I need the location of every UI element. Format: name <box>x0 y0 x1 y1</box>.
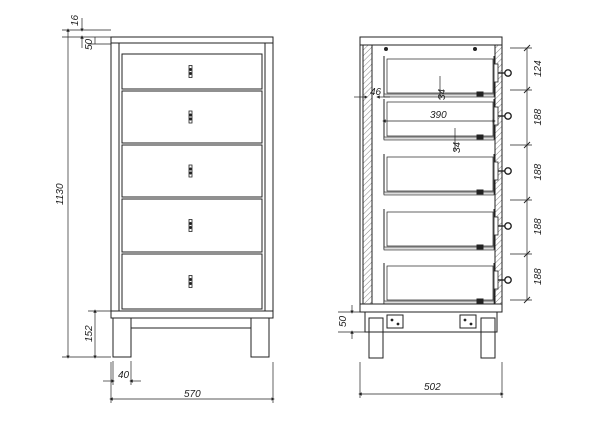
dim-side-offset: 46 <box>370 87 382 98</box>
drawer-runner <box>383 191 495 196</box>
front-plinth-rail <box>110 310 274 319</box>
drawer-knob-icon <box>188 219 193 232</box>
dim-drawer-pitch: 188 <box>533 163 544 180</box>
knob-screw <box>189 222 192 225</box>
drawer-front-edge <box>493 63 499 83</box>
front-right-leg <box>250 317 270 358</box>
front-dimensions <box>62 18 275 403</box>
front-top-panel <box>110 36 274 44</box>
pitch-tick <box>523 44 531 52</box>
knob-screw <box>189 278 192 281</box>
dim-top-thickness: 16 <box>70 14 81 26</box>
pitch-tick <box>523 296 531 304</box>
front-view <box>110 36 274 358</box>
runner-stop <box>476 298 484 304</box>
pitch-tick <box>523 250 531 258</box>
knob-side-icon <box>504 276 512 284</box>
knob-screw <box>189 167 192 171</box>
dim-total-height: 1130 <box>55 183 66 205</box>
dim-total-depth: 502 <box>424 382 441 393</box>
dim-leg-height: 152 <box>84 325 95 342</box>
dim-total-width: 570 <box>184 389 201 400</box>
runner-stop <box>476 189 484 195</box>
knob-side-icon <box>504 112 512 120</box>
knob-screw <box>189 282 192 285</box>
section-drawer-inner <box>386 211 494 247</box>
pitch-tick <box>523 86 531 94</box>
dim-runner-gap-1: 34 <box>437 88 448 100</box>
knob-screw <box>189 113 192 117</box>
knob-screw <box>189 68 192 71</box>
section-drawer-stack <box>383 56 512 305</box>
knob-screw <box>189 117 192 121</box>
dim-drawer-pitch: 124 <box>533 60 544 77</box>
front-drawer <box>121 253 263 310</box>
knob-side-icon <box>504 222 512 230</box>
section-plinth <box>364 311 498 333</box>
drawer-pitch-labels: 124 188 188 188 188 <box>533 60 544 285</box>
section-drawer-box <box>383 154 495 195</box>
drawer-front-edge <box>493 270 499 290</box>
drawer-runner <box>383 136 495 141</box>
drawer-front-edge <box>493 161 499 181</box>
section-drawer-inner <box>386 265 494 301</box>
drawer-front-edge <box>493 106 499 126</box>
drawer-knob-icon <box>188 275 193 288</box>
dim-drawer-pitch: 188 <box>533 108 544 125</box>
drawer-runner <box>383 246 495 251</box>
dim-drawer-pitch: 188 <box>533 218 544 235</box>
knob-side-icon <box>504 167 512 175</box>
section-top-board <box>359 36 503 46</box>
section-drawer-inner <box>386 101 494 137</box>
drawer-knob-icon <box>188 110 193 124</box>
pitch-tick <box>523 196 531 204</box>
runner-stop <box>476 134 484 140</box>
front-drawer-stack <box>121 53 263 310</box>
drawer-knob-icon <box>188 65 193 78</box>
section-plinth-bracket-left <box>386 314 404 329</box>
section-drawer-box <box>383 209 495 250</box>
dim-top-gap: 50 <box>84 38 95 50</box>
section-front-leg <box>480 317 496 359</box>
knob-side-icon <box>504 69 512 77</box>
section-dimensions <box>338 44 532 398</box>
section-back-leg <box>368 317 384 359</box>
runner-stop <box>476 91 484 97</box>
knob-screw <box>189 72 192 75</box>
dim-leg-width: 40 <box>118 370 130 381</box>
knob-screw <box>189 171 192 175</box>
knob-screw <box>189 226 192 229</box>
section-back-wall <box>362 44 373 313</box>
dim-drawer-depth: 390 <box>430 110 447 121</box>
front-left-leg <box>112 317 132 358</box>
section-drawer-box <box>383 263 495 304</box>
section-view <box>359 36 512 359</box>
runner-stop <box>476 244 484 250</box>
drawer-front-edge <box>493 216 499 236</box>
dim-drawer-pitch: 188 <box>533 268 544 285</box>
section-bottom-board <box>359 303 503 313</box>
drawer-knob-icon <box>188 164 193 178</box>
dim-plinth: 50 <box>338 315 349 327</box>
section-plinth-bracket-right <box>459 314 477 329</box>
pitch-tick <box>523 141 531 149</box>
drawer-runner <box>383 93 495 98</box>
dim-runner-gap-2: 34 <box>452 141 463 153</box>
section-drawer-inner <box>386 156 494 192</box>
